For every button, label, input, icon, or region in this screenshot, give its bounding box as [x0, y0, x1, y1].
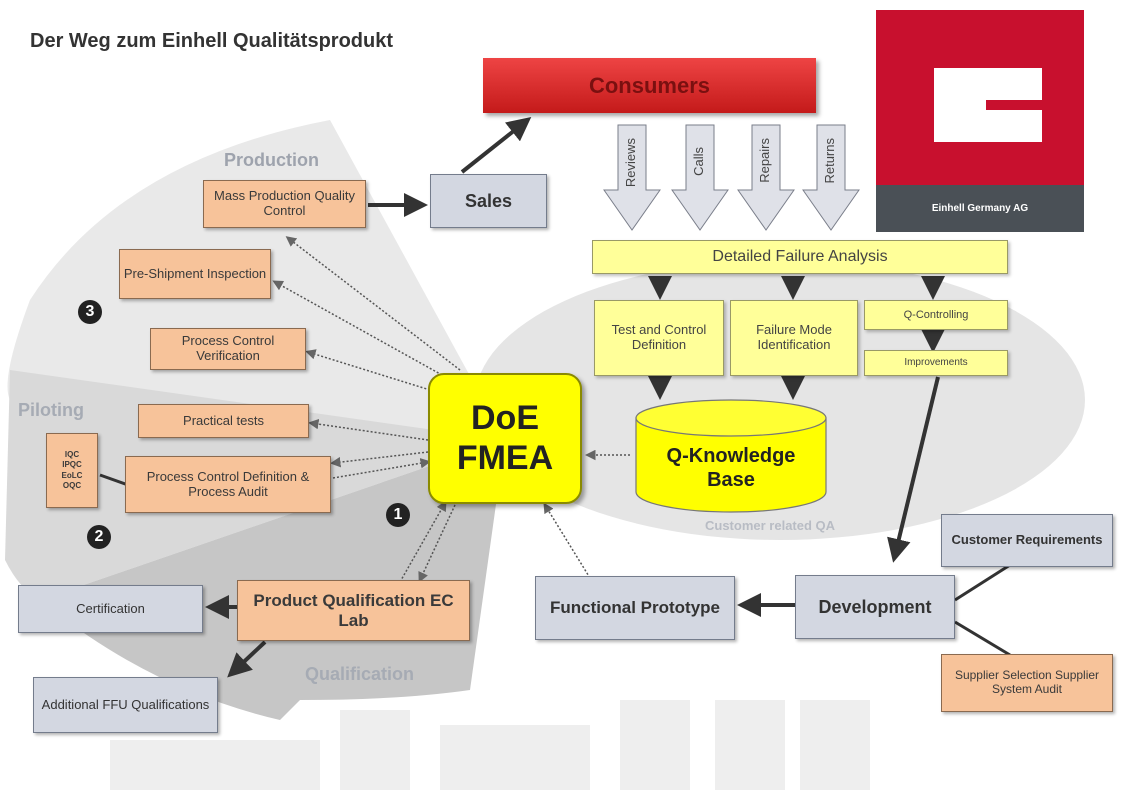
customer-qa-label: Customer related QA	[705, 518, 836, 533]
certification-box: Certification	[18, 585, 203, 633]
pre-shipment-inspection-box: Pre-Shipment Inspection	[119, 249, 271, 299]
process-control-definition-box: Process Control Definition & Process Aud…	[125, 456, 331, 513]
dotted-arrows	[272, 236, 630, 583]
process-control-verification-box: Process Control Verification	[150, 328, 306, 370]
customer-requirements-box: Customer Requirements	[941, 514, 1113, 567]
connector-lines	[99, 473, 1011, 657]
fmea-label: FMEA	[456, 438, 554, 477]
doe-fmea-box: DoE FMEA	[428, 373, 582, 504]
development-box: Development	[795, 575, 955, 639]
feedback-arrows	[603, 124, 860, 231]
calls-label: Calls	[691, 147, 706, 176]
solid-arrows	[205, 117, 945, 678]
einhell-watermark	[110, 700, 870, 790]
eolc-label: EoLC	[61, 470, 83, 480]
detailed-failure-analysis-box: Detailed Failure Analysis	[592, 240, 1008, 274]
consumers-box: Consumers	[483, 58, 816, 113]
functional-prototype-box: Functional Prototype	[535, 576, 735, 640]
ipqc-label: IPQC	[62, 460, 82, 470]
returns-label: Returns	[822, 138, 837, 184]
step-3-badge: 3	[78, 300, 102, 324]
failure-mode-identification-box: Failure Mode Identification	[730, 300, 858, 376]
page-title: Der Weg zum Einhell Qualitätsprodukt	[30, 30, 394, 52]
doe-label: DoE	[471, 399, 539, 438]
test-control-definition-box: Test and Control Definition	[594, 300, 724, 376]
sales-box: Sales	[430, 174, 547, 228]
supplier-selection-box: Supplier Selection Supplier System Audit	[941, 654, 1113, 712]
piloting-label: Piloting	[18, 400, 84, 420]
practical-tests-box: Practical tests	[138, 404, 309, 438]
oqc-label: OQC	[62, 480, 82, 490]
qualification-label: Qualification	[305, 664, 415, 684]
repairs-label: Repairs	[757, 138, 772, 183]
knowledge-base-cylinder	[635, 399, 827, 513]
step-2-badge: 2	[87, 525, 111, 549]
additional-ffu-box: Additional FFU Qualifications	[33, 677, 218, 733]
step-1-badge: 1	[386, 503, 410, 527]
mass-production-box: Mass Production Quality Control	[203, 180, 366, 228]
iqc-label: IQC	[64, 449, 80, 459]
product-qualification-box: Product Qualification EC Lab	[237, 580, 470, 641]
logo-mark-icon	[934, 68, 1042, 142]
improvements-box: Improvements	[864, 350, 1008, 376]
q-controlling-box: Q-Controlling	[864, 300, 1008, 330]
reviews-label: Reviews	[623, 138, 638, 188]
logo-company-name: Einhell Germany AG	[876, 185, 1084, 232]
knowledge-base-label: Q-Knowledge Base	[666, 445, 796, 491]
production-label: Production	[224, 150, 319, 170]
qc-stages-box: IQC IPQC EoLC OQC	[46, 433, 98, 508]
